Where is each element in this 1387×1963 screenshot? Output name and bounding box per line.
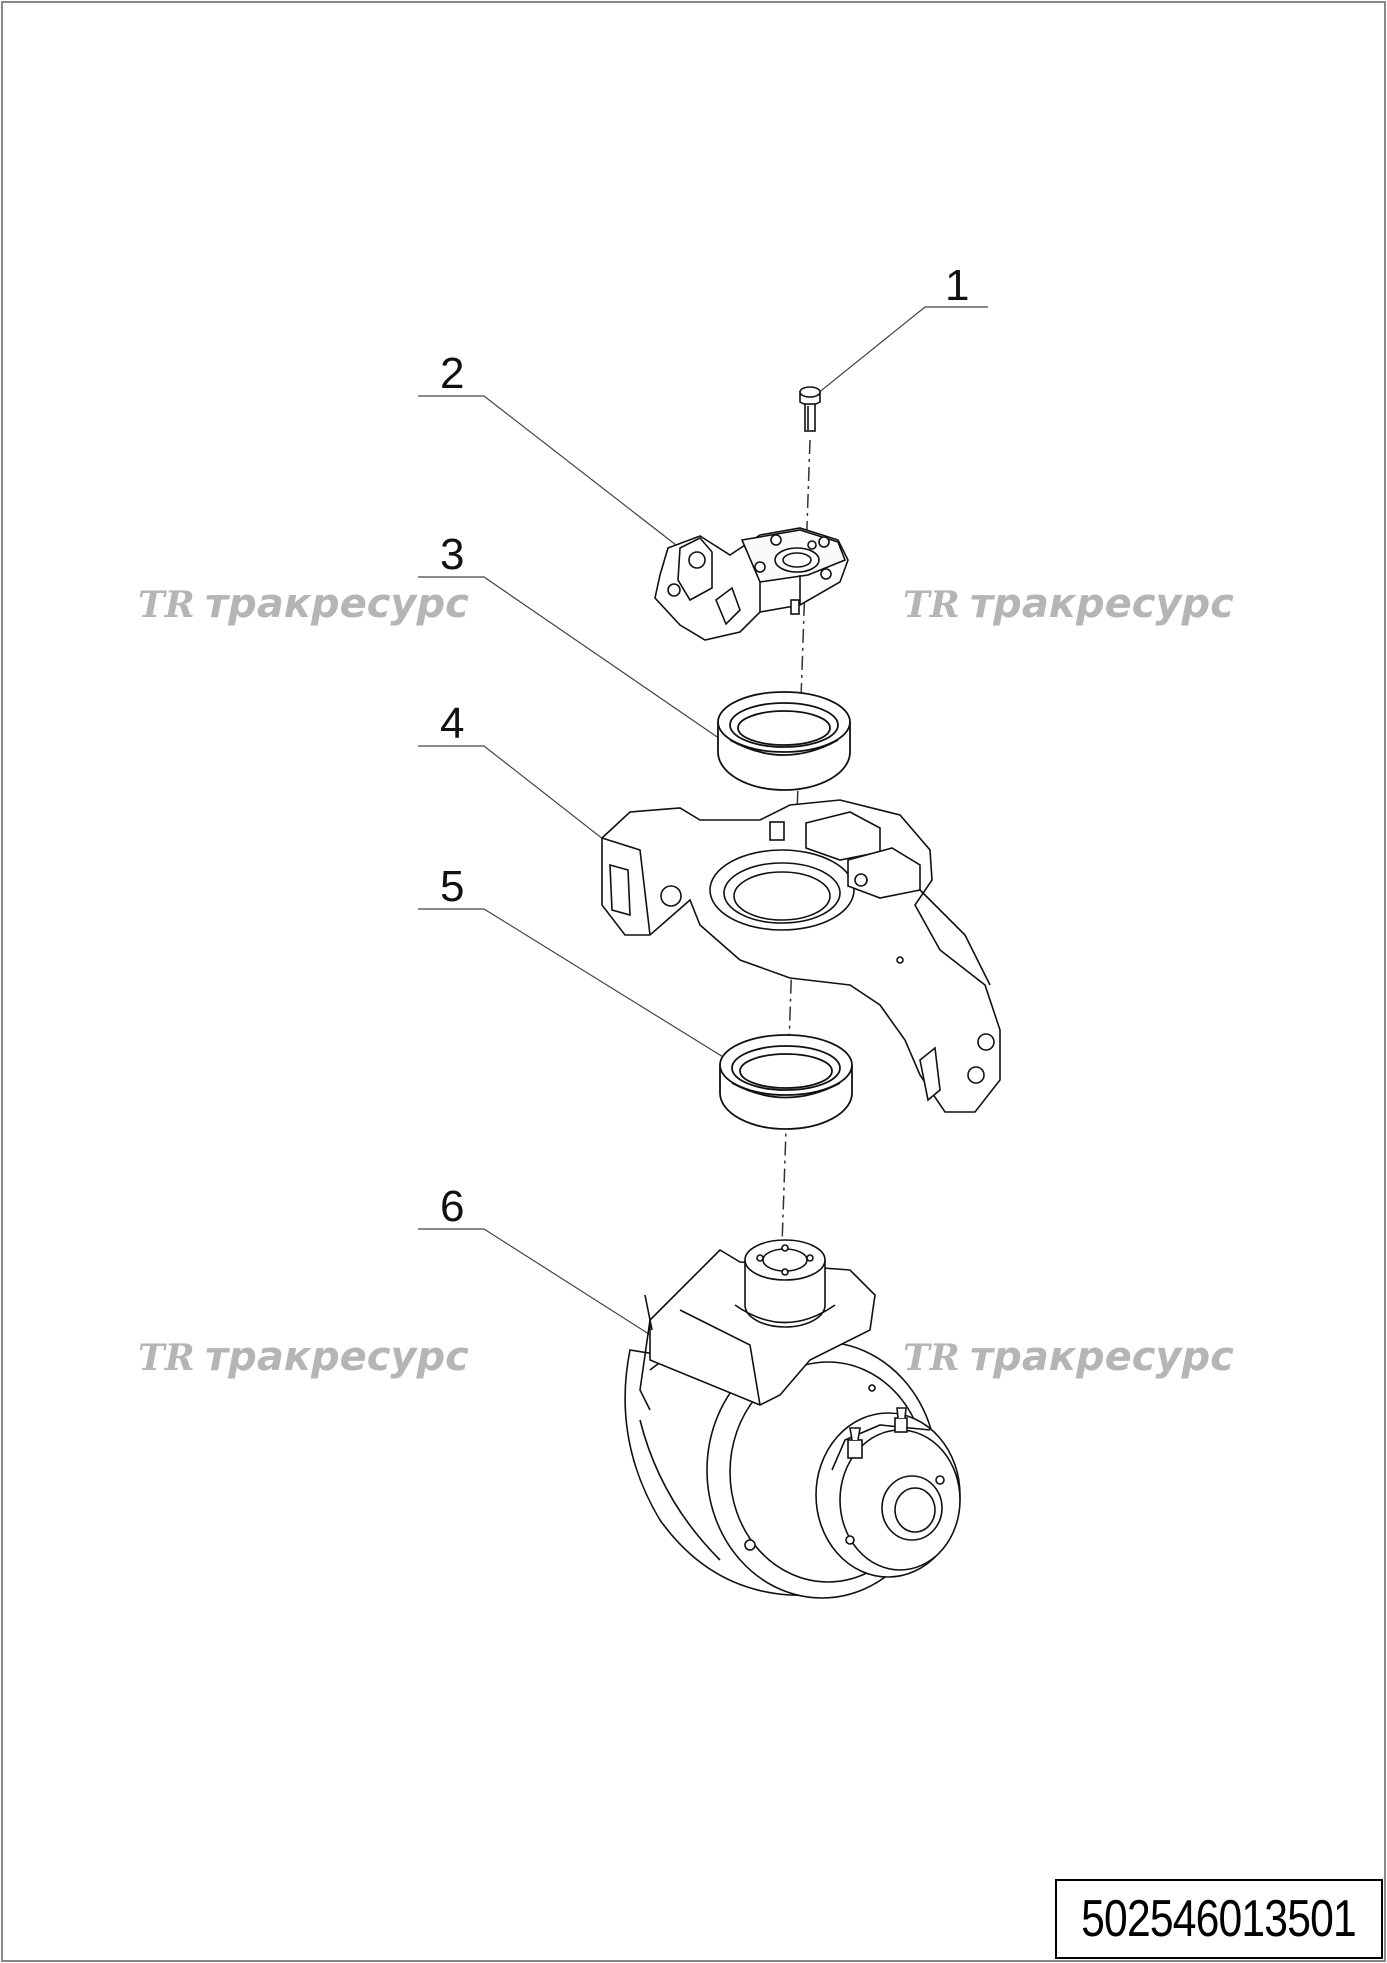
callout-6: 6	[440, 1182, 464, 1231]
watermark-logo: TR	[138, 584, 195, 626]
leader-5	[418, 908, 729, 1061]
callout-3: 3	[440, 530, 464, 579]
watermark-logo: TR	[138, 1337, 195, 1379]
drive-wheel-motor-icon	[624, 1239, 961, 1599]
swing-arm-icon	[601, 799, 1001, 1113]
watermark-logo: TR	[903, 584, 960, 626]
bracket-icon	[654, 527, 849, 641]
leader-6	[418, 1228, 653, 1337]
watermark-text: тракресурс	[970, 581, 1234, 627]
leader-2	[418, 395, 677, 546]
watermark-top-left: TR тракресурс	[138, 581, 469, 627]
callout-1: 1	[945, 261, 969, 310]
watermark-bottom-left: TR тракресурс	[138, 1334, 469, 1380]
watermark-text: тракресурс	[205, 1334, 469, 1380]
callout-5: 5	[440, 862, 464, 911]
callout-numbers: 1 2 3 4 5 6	[440, 261, 969, 1231]
part-number: 502546013501	[1081, 1890, 1358, 1948]
watermark-text: тракресурс	[205, 581, 469, 627]
bearing-ring-icon	[719, 1034, 853, 1130]
part-number-box: 502546013501	[1055, 1879, 1383, 1959]
watermark-top-right: TR тракресурс	[903, 581, 1234, 627]
callout-leaders	[418, 306, 988, 1337]
watermark-logo: TR	[903, 1337, 960, 1379]
leader-3	[418, 576, 743, 755]
watermark-bottom-right: TR тракресурс	[903, 1334, 1234, 1380]
callout-4: 4	[440, 699, 464, 748]
bearing-ring-icon	[717, 691, 851, 791]
bolt-icon	[799, 386, 821, 432]
leader-1	[811, 306, 988, 399]
watermark-text: тракресурс	[970, 1334, 1234, 1380]
callout-2: 2	[440, 349, 464, 398]
leader-4	[418, 745, 641, 869]
